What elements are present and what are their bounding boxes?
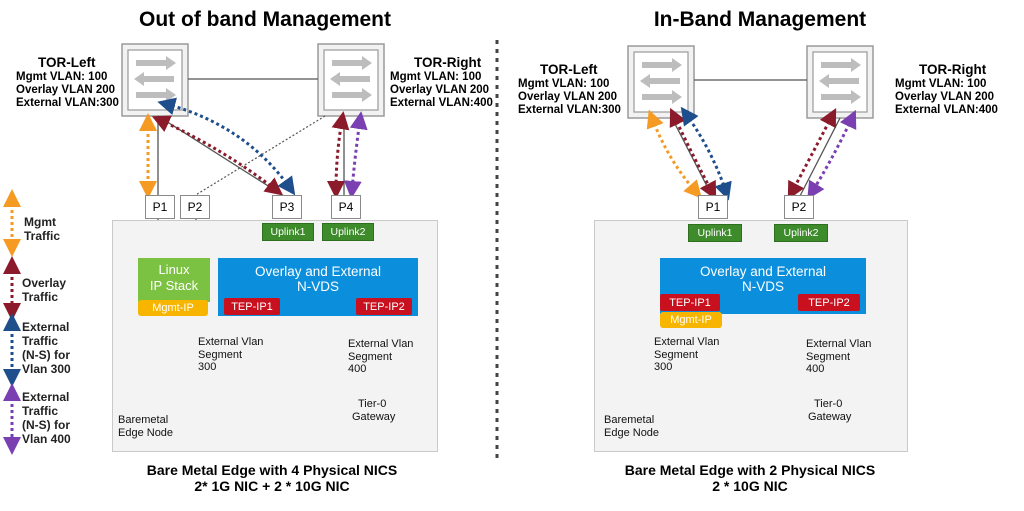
caption-oob: Bare Metal Edge with 4 Physical NICS 2* … [98, 462, 446, 494]
port-p1-inband: P1 [698, 195, 728, 219]
port-p4: P4 [331, 195, 361, 219]
ext-vlan-segment-300-inband: External Vlan Segment 300 [654, 336, 719, 374]
legend-line: Overlay [22, 276, 67, 290]
tep-ip2-badge-oob: TEP-IP2 [356, 298, 412, 315]
tier0-gateway-label-inband: Tier-0 Gateway [808, 398, 851, 423]
tor-left-switch-icon-r [627, 45, 695, 119]
tor-right-line: Overlay VLAN 200 [390, 84, 490, 96]
ext-vlan-segment-300-oob: External Vlan Segment 300 [198, 336, 263, 374]
tor-right-name: TOR-Right [919, 62, 987, 77]
tor-left-line: Mgmt VLAN: 100 [16, 71, 108, 83]
tor-right-line: External VLAN:400 [895, 104, 998, 116]
tor-right-line: Mgmt VLAN: 100 [895, 78, 987, 90]
seg-line: External Vlan [806, 338, 872, 350]
tier0-gateway-label-oob: Tier-0 Gateway [352, 398, 395, 423]
node-line: Edge Node [604, 426, 660, 439]
uplink2-tag: Uplink2 [322, 223, 374, 241]
uplink1-tag: Uplink1 [262, 223, 314, 241]
tor-right-name: TOR-Right [414, 55, 482, 70]
baremetal-edge-node-label-inband: Baremetal Edge Node [604, 414, 659, 439]
seg-line: Segment [806, 350, 851, 363]
seg-line: External Vlan [348, 338, 414, 350]
legend-mgmt: Mgmt Traffic [24, 215, 60, 243]
nvds-line: Overlay and External [254, 264, 382, 279]
tep-ip2-badge-inband: TEP-IP2 [798, 294, 860, 311]
nvds-line: Overlay and External [699, 264, 827, 279]
tor-left-name: TOR-Left [38, 55, 96, 70]
caption-line: Bare Metal Edge with 2 Physical NICS [624, 462, 876, 478]
seg-line: External Vlan [198, 336, 264, 348]
uplink1-tag-inband: Uplink1 [688, 224, 742, 242]
legend-line: External [22, 320, 70, 334]
tor-right-label-oob: TOR-Right Mgmt VLAN: 100 Overlay VLAN 20… [390, 55, 493, 110]
nvds-line: N-VDS [296, 279, 339, 294]
tor-left-line: External VLAN:300 [16, 97, 119, 109]
port-p2-inband: P2 [784, 195, 814, 219]
linux-ip-stack: Linux IP Stack [138, 258, 210, 302]
legend-line: Traffic [22, 334, 59, 348]
seg-line: Segment [198, 348, 243, 361]
caption-line: 2* 1G NIC + 2 * 10G NIC [194, 478, 350, 494]
legend-ext400: External Traffic (N-S) for Vlan 400 [22, 390, 71, 446]
tor-right-switch-icon-r [806, 45, 874, 119]
seg-line: Segment [654, 348, 699, 361]
gw-line: Gateway [352, 410, 396, 423]
gw-line: Tier-0 [814, 398, 843, 410]
tor-right-line: Mgmt VLAN: 100 [390, 71, 482, 83]
seg-line: External Vlan [654, 336, 720, 348]
node-line: Edge Node [118, 426, 174, 439]
tor-left-line: Overlay VLAN 200 [518, 91, 618, 103]
node-line: Baremetal [604, 414, 655, 426]
tor-left-line: Mgmt VLAN: 100 [518, 78, 610, 90]
gw-line: Tier-0 [358, 398, 387, 410]
caption-line: 2 * 10G NIC [712, 478, 788, 494]
gw-line: Gateway [808, 410, 852, 423]
legend-overlay: Overlay Traffic [22, 276, 66, 304]
legend-line: Traffic [24, 229, 61, 243]
caption-line: Bare Metal Edge with 4 Physical NICS [146, 462, 398, 478]
legend-ext300: External Traffic (N-S) for Vlan 300 [22, 320, 71, 376]
uplink2-tag-inband: Uplink2 [774, 224, 828, 242]
caption-inband: Bare Metal Edge with 2 Physical NICS 2 *… [584, 462, 916, 494]
tor-right-line: Overlay VLAN 200 [895, 91, 995, 103]
mgmt-ip-badge-oob: Mgmt-IP [138, 300, 208, 316]
tor-right-switch-icon [317, 43, 385, 117]
seg-line: 400 [348, 363, 367, 375]
legend-line: (N-S) for [22, 418, 70, 432]
tep-ip1-badge-inband: TEP-IP1 [660, 294, 720, 311]
legend-line: External [22, 390, 70, 404]
mgmt-ip-badge-inband: Mgmt-IP [660, 312, 722, 328]
legend-line: Mgmt [24, 215, 56, 229]
legend-line: (N-S) for [22, 348, 70, 362]
legend-line: Vlan 400 [22, 432, 71, 446]
legend-line: Vlan 300 [22, 362, 71, 376]
tor-left-label-inband: TOR-Left Mgmt VLAN: 100 Overlay VLAN 200… [518, 62, 621, 117]
tor-left-switch-icon [121, 43, 189, 117]
seg-line: 300 [654, 361, 673, 373]
inband-title: In-Band Management [653, 8, 867, 31]
tor-right-line: External VLAN:400 [390, 97, 493, 109]
ext-vlan-segment-400-oob: External Vlan Segment 400 [348, 338, 413, 376]
tor-left-name: TOR-Left [540, 62, 598, 77]
tep-ip1-badge-oob: TEP-IP1 [224, 298, 280, 315]
port-p1: P1 [145, 195, 175, 219]
seg-line: 400 [806, 363, 825, 375]
seg-line: Segment [348, 350, 393, 363]
port-p2: P2 [180, 195, 210, 219]
legend-line: Traffic [22, 290, 59, 304]
tor-right-label-inband: TOR-Right Mgmt VLAN: 100 Overlay VLAN 20… [895, 62, 998, 117]
port-p3: P3 [272, 195, 302, 219]
oob-title: Out of band Management [139, 8, 391, 31]
seg-line: 300 [198, 361, 217, 373]
linux-line: IP Stack [149, 278, 199, 293]
baremetal-edge-node-label-oob: Baremetal Edge Node [118, 414, 173, 439]
node-line: Baremetal [118, 414, 169, 426]
nvds-line: N-VDS [741, 279, 784, 294]
legend-line: Traffic [22, 404, 59, 418]
linux-line: Linux [158, 262, 190, 277]
tor-left-label-oob: TOR-Left Mgmt VLAN: 100 Overlay VLAN 200… [16, 55, 119, 110]
tor-left-line: Overlay VLAN 200 [16, 84, 116, 96]
ext-vlan-segment-400-inband: External Vlan Segment 400 [806, 338, 871, 376]
tor-left-line: External VLAN:300 [518, 104, 621, 116]
